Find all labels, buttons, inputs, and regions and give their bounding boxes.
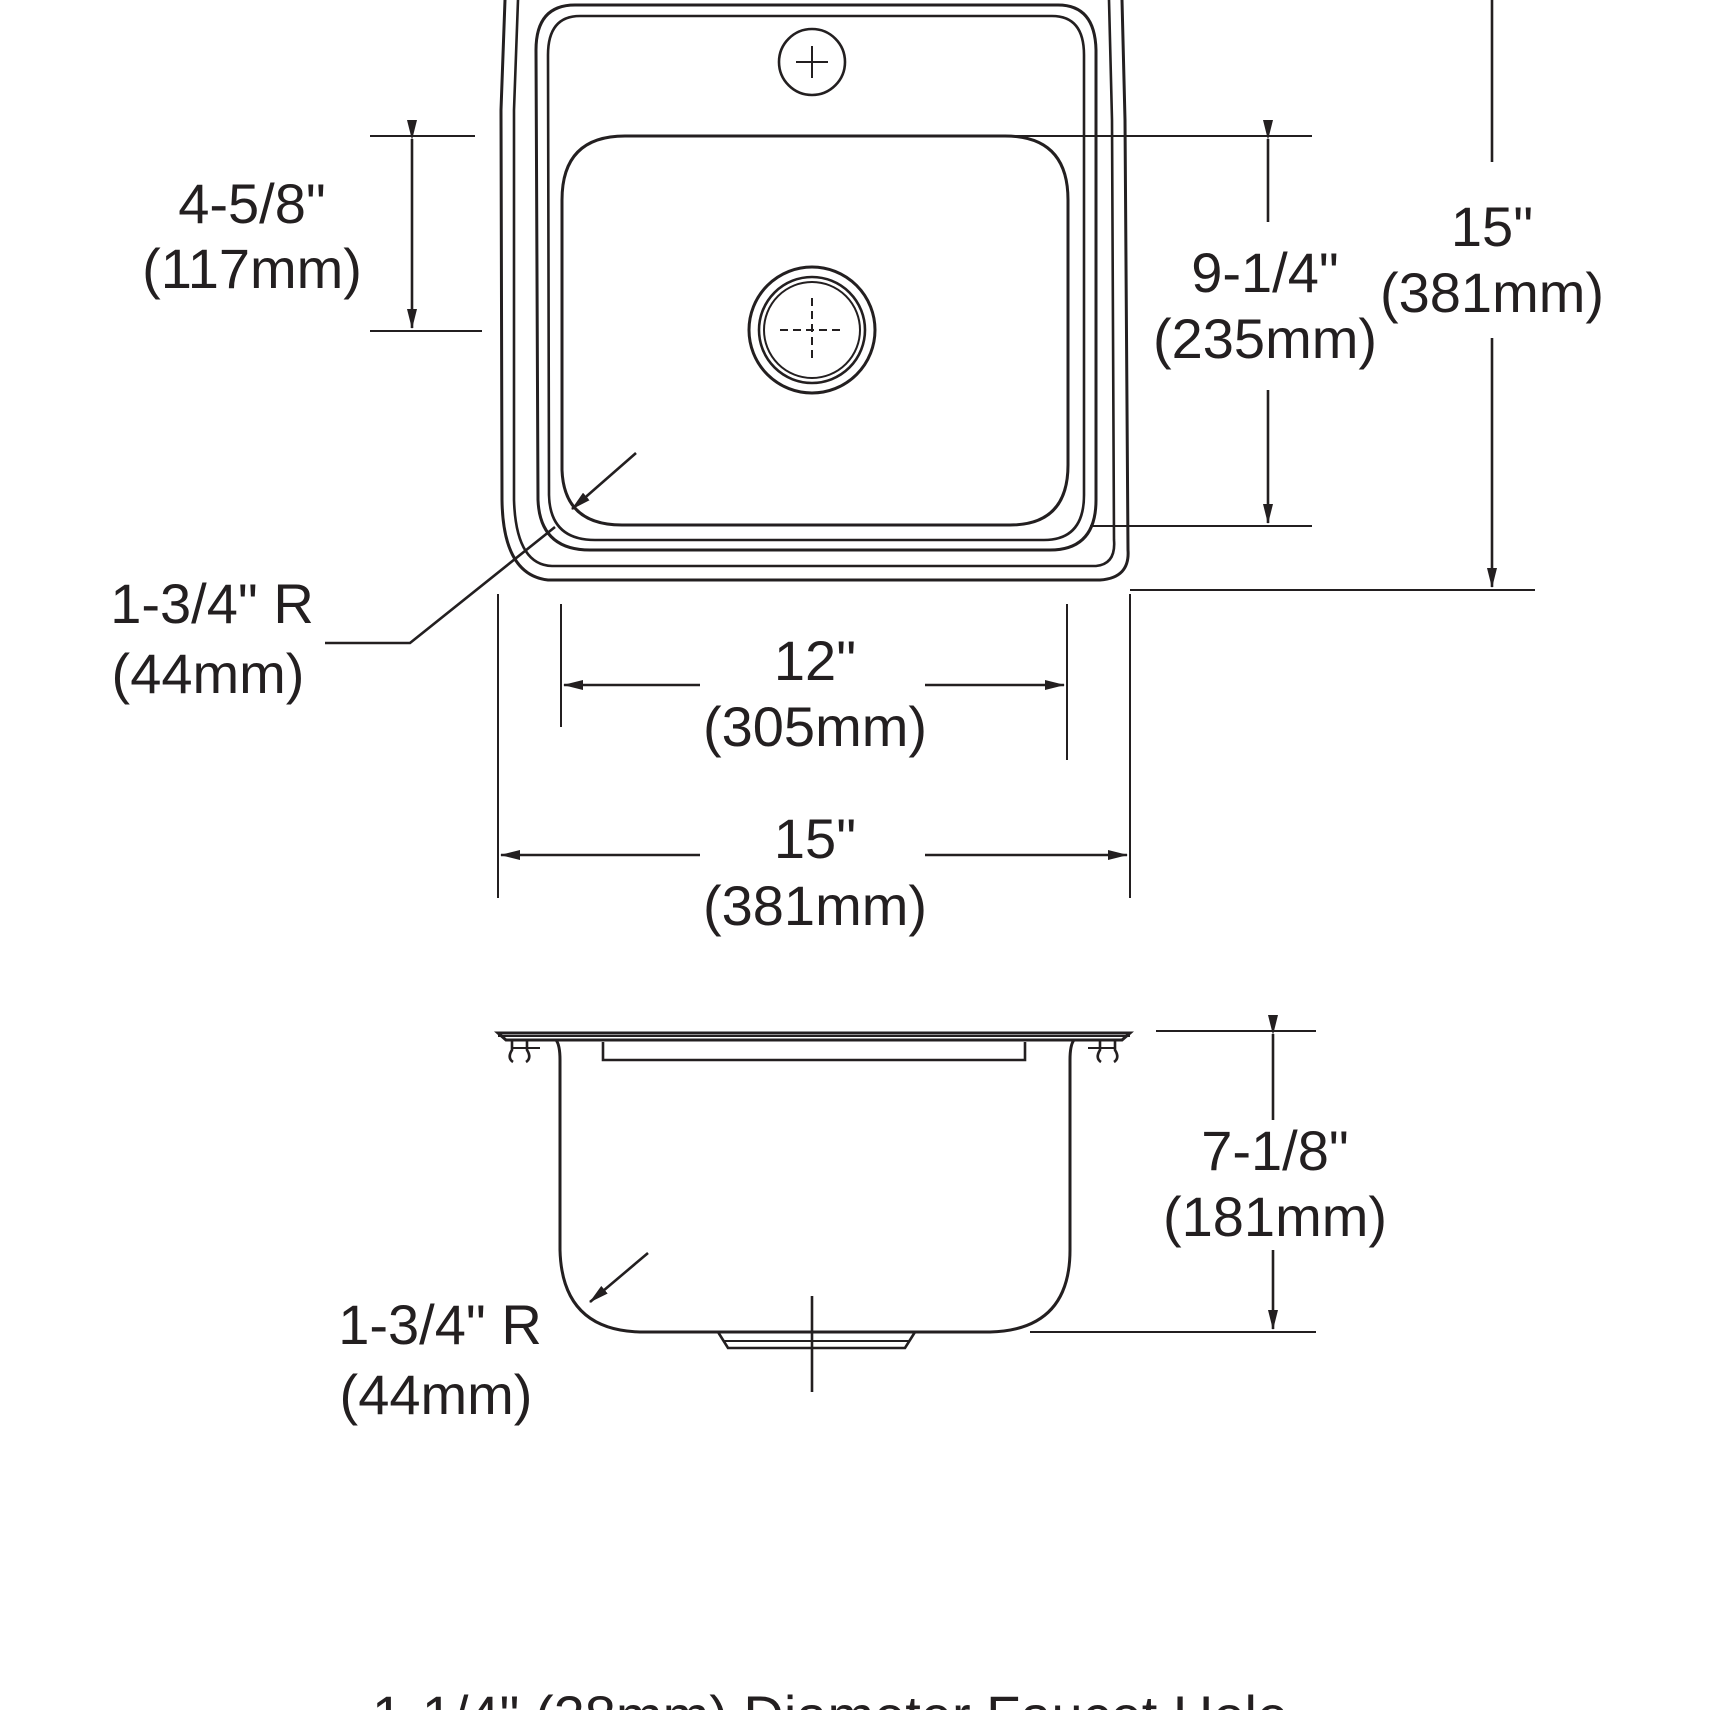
top-corner-radius-imperial: 1-3/4" R — [110, 572, 314, 635]
overall-depth-metric: (381mm) — [1380, 261, 1604, 324]
drain-body — [716, 1331, 917, 1350]
sink-rim-inner-line — [512, 0, 1116, 568]
side-view: 7-1/8" (181mm) 1-3/4" R (44mm) — [338, 1015, 1387, 1426]
left-offset-dimension: 4-5/8" (117mm) — [142, 120, 482, 332]
left-offset-metric: (117mm) — [142, 237, 362, 300]
top-corner-radius-metric: (44mm) — [112, 642, 305, 705]
sink-bowl-profile — [554, 1039, 1076, 1334]
inner-depth-metric: (235mm) — [1153, 307, 1377, 370]
faucet-hole-footnote: 1-1/4" (28mm) Diameter Faucet Hole — [372, 1684, 1288, 1710]
side-corner-radius-metric: (44mm) — [340, 1363, 533, 1426]
sink-inner-lip — [601, 1042, 1027, 1062]
overall-width-dimension: 15" (381mm) — [497, 594, 1131, 937]
faucet-hole-icon — [777, 27, 847, 97]
inner-depth-imperial: 9-1/4" — [1191, 241, 1339, 304]
left-offset-imperial: 4-5/8" — [178, 172, 326, 235]
overall-width-metric: (381mm) — [703, 874, 927, 937]
sink-deck-inner-line — [546, 14, 1086, 542]
sink-deck-outline — [534, 3, 1098, 552]
mounting-clip-right — [1088, 1040, 1119, 1064]
mounting-clip-left — [508, 1040, 540, 1064]
sink-basin-outline — [560, 134, 1070, 527]
overall-width-imperial: 15" — [774, 807, 856, 870]
bowl-depth-dimension: 7-1/8" (181mm) — [1030, 1015, 1387, 1333]
overall-depth-dimension: 15" (381mm) — [1130, 0, 1604, 591]
inner-width-metric: (305mm) — [703, 695, 927, 758]
inner-depth-dimension: 9-1/4" (235mm) — [1010, 120, 1377, 527]
bowl-depth-metric: (181mm) — [1163, 1185, 1387, 1248]
top-corner-radius-callout: 1-3/4" R (44mm) — [110, 452, 637, 705]
inner-width-dimension: 12" (305mm) — [560, 604, 1068, 760]
sink-flange — [494, 1031, 1134, 1042]
sink-outer-rim — [499, 0, 1130, 582]
side-corner-radius-callout: 1-3/4" R (44mm) — [338, 1252, 649, 1426]
bowl-depth-imperial: 7-1/8" — [1201, 1119, 1349, 1182]
side-corner-radius-imperial: 1-3/4" R — [338, 1293, 542, 1356]
overall-depth-imperial: 15" — [1451, 195, 1533, 258]
inner-width-imperial: 12" — [774, 629, 856, 692]
drain-icon — [747, 265, 877, 395]
top-view: 4-5/8" (117mm) 9-1/4" (235mm) 15" (381mm… — [110, 0, 1604, 937]
